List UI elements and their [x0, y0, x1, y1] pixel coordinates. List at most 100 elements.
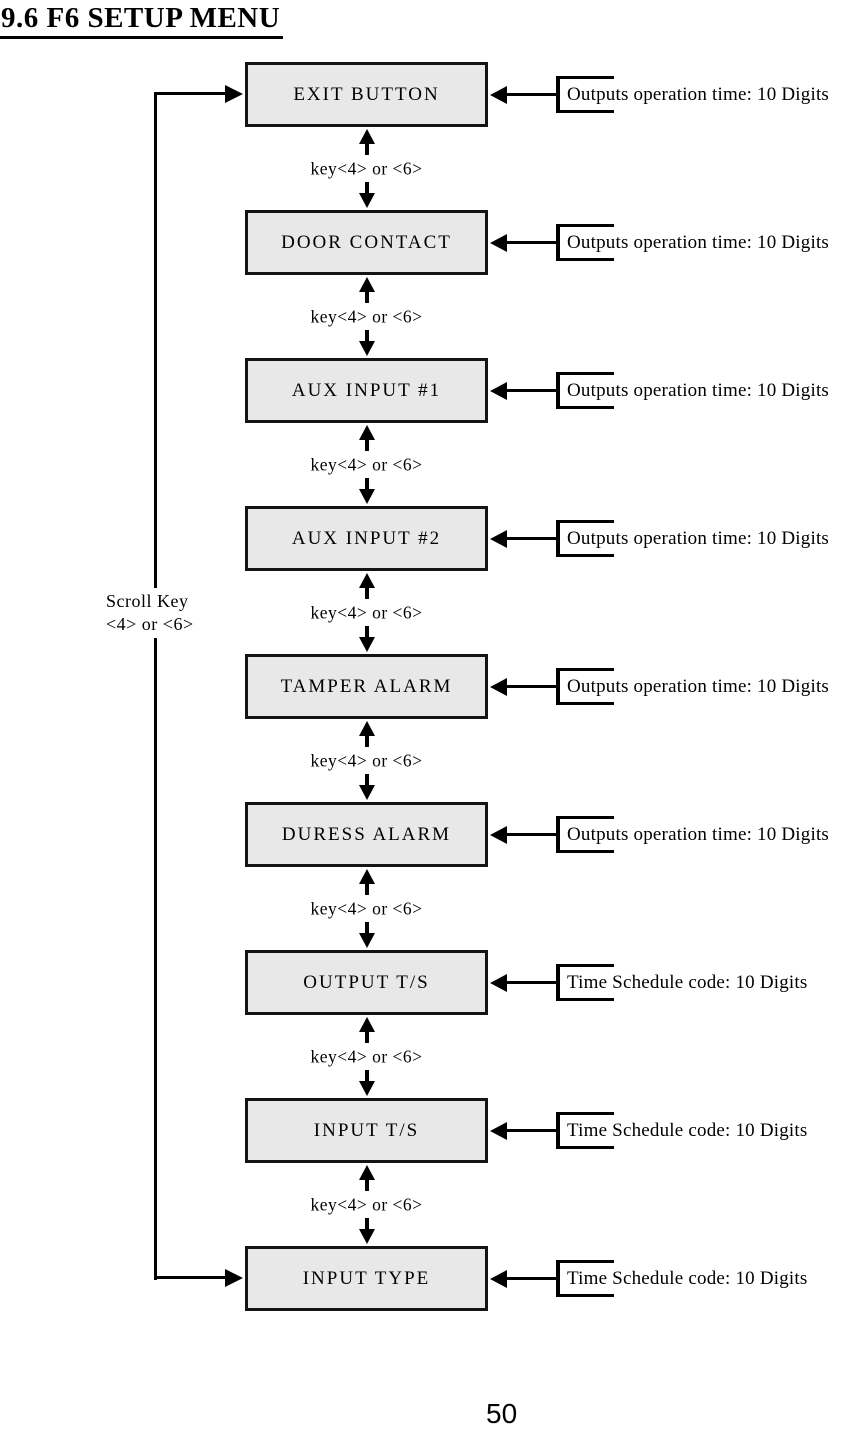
annotation-bracket-left: [556, 816, 560, 853]
up-arrow-stem: [365, 586, 369, 599]
left-arrowhead-icon: [490, 86, 507, 104]
menu-box-door-contact: DOOR CONTACT: [245, 210, 488, 275]
key-label: key<4> or <6>: [310, 158, 423, 178]
annotation-bracket-left: [556, 964, 560, 1001]
key-label: key<4> or <6>: [310, 1046, 423, 1066]
menu-row: DURESS ALARM Outputs operation time: 10 …: [0, 802, 846, 867]
up-arrowhead-icon: [359, 129, 375, 144]
up-arrow-stem: [365, 734, 369, 747]
menu-row: INPUT T/S Time Schedule code: 10 Digits: [0, 1098, 846, 1163]
down-arrowhead-icon: [359, 933, 375, 948]
down-arrowhead-icon: [359, 341, 375, 356]
up-arrow-stem: [365, 290, 369, 303]
scroll-key-label: Scroll Key <4> or <6>: [103, 588, 199, 638]
annotation-bracket-top: [556, 520, 614, 523]
menu-box-label: OUTPUT T/S: [303, 971, 430, 993]
left-arrowhead-icon: [490, 678, 507, 696]
annotation-bracket-left: [556, 372, 560, 409]
menu-box-output-t-s: OUTPUT T/S: [245, 950, 488, 1015]
key-label: key<4> or <6>: [310, 602, 423, 622]
up-arrowhead-icon: [359, 573, 375, 588]
annotation-bracket-bottom: [556, 258, 614, 261]
menu-box-label: INPUT TYPE: [302, 1267, 431, 1289]
down-arrow-stem: [365, 330, 369, 343]
down-arrow-stem: [365, 922, 369, 935]
down-arrow-stem: [365, 626, 369, 639]
menu-box-aux-input-1: AUX INPUT #1: [245, 358, 488, 423]
annotation-arrow-line: [504, 241, 557, 244]
menu-row: DOOR CONTACT Outputs operation time: 10 …: [0, 210, 846, 275]
key-label: key<4> or <6>: [310, 750, 423, 770]
down-arrow-stem: [365, 1218, 369, 1231]
annotation-bracket-top: [556, 372, 614, 375]
down-arrowhead-icon: [359, 1229, 375, 1244]
page-title: 9.6 F6 SETUP MENU: [0, 2, 284, 39]
menu-row: AUX INPUT #2 Outputs operation time: 10 …: [0, 506, 846, 571]
annotation-bracket-top: [556, 224, 614, 227]
up-arrow-stem: [365, 1178, 369, 1191]
annotation-text: Time Schedule code: 10 Digits: [567, 1119, 808, 1141]
key-connector: key<4> or <6>: [0, 127, 846, 210]
left-arrowhead-icon: [490, 1270, 507, 1288]
annotation-text: Outputs operation time: 10 Digits: [567, 823, 830, 845]
up-arrowhead-icon: [359, 869, 375, 884]
up-arrowhead-icon: [359, 1165, 375, 1180]
annotation-text: Outputs operation time: 10 Digits: [567, 231, 830, 253]
down-arrow-stem: [365, 182, 369, 195]
annotation-bracket-top: [556, 816, 614, 819]
key-label: key<4> or <6>: [310, 454, 423, 474]
key-connector: key<4> or <6>: [0, 571, 846, 654]
down-arrow-stem: [365, 1070, 369, 1083]
annotation-bracket-left: [556, 1112, 560, 1149]
annotation-bracket-bottom: [556, 850, 614, 853]
key-connector: key<4> or <6>: [0, 867, 846, 950]
menu-box-label: AUX INPUT #2: [291, 527, 442, 549]
annotation-bracket-top: [556, 964, 614, 967]
scroll-loop-top-line: [154, 92, 226, 95]
annotation-text: Time Schedule code: 10 Digits: [567, 971, 808, 993]
key-connector: key<4> or <6>: [0, 1163, 846, 1246]
down-arrowhead-icon: [359, 785, 375, 800]
annotation-bracket-bottom: [556, 406, 614, 409]
annotation-arrow-line: [504, 389, 557, 392]
down-arrow-stem: [365, 774, 369, 787]
key-connector: key<4> or <6>: [0, 275, 846, 358]
annotation-bracket-top: [556, 1112, 614, 1115]
annotation-arrow-line: [504, 981, 557, 984]
annotation-text: Outputs operation time: 10 Digits: [567, 675, 830, 697]
left-arrowhead-icon: [490, 530, 507, 548]
up-arrowhead-icon: [359, 721, 375, 736]
menu-box-aux-input-2: AUX INPUT #2: [245, 506, 488, 571]
key-connector: key<4> or <6>: [0, 719, 846, 802]
annotation-bracket-left: [556, 76, 560, 113]
menu-box-label: EXIT BUTTON: [293, 83, 440, 105]
menu-box-exit-button: EXIT BUTTON: [245, 62, 488, 127]
annotation-text: Outputs operation time: 10 Digits: [567, 379, 830, 401]
left-arrowhead-icon: [490, 1122, 507, 1140]
annotation-arrow-line: [504, 1129, 557, 1132]
annotation-text: Outputs operation time: 10 Digits: [567, 83, 830, 105]
page-number: 50: [486, 1398, 518, 1429]
menu-row: OUTPUT T/S Time Schedule code: 10 Digits: [0, 950, 846, 1015]
annotation-arrow-line: [504, 833, 557, 836]
menu-box-label: AUX INPUT #1: [291, 379, 442, 401]
annotation-text: Time Schedule code: 10 Digits: [567, 1267, 808, 1289]
right-arrowhead-icon: [225, 85, 243, 103]
annotation-bracket-left: [556, 520, 560, 557]
annotation-text: Outputs operation time: 10 Digits: [567, 527, 830, 549]
down-arrowhead-icon: [359, 193, 375, 208]
key-label: key<4> or <6>: [310, 898, 423, 918]
down-arrow-stem: [365, 478, 369, 491]
annotation-bracket-left: [556, 668, 560, 705]
right-arrowhead-icon: [225, 1269, 243, 1287]
annotation-bracket-bottom: [556, 554, 614, 557]
scroll-loop-vertical-line: [154, 93, 157, 1280]
annotation-bracket-top: [556, 1260, 614, 1263]
scroll-key-label-line1: Scroll Key: [106, 591, 189, 611]
annotation-bracket-bottom: [556, 1294, 614, 1297]
annotation-arrow-line: [504, 537, 557, 540]
left-arrowhead-icon: [490, 826, 507, 844]
scroll-key-label-line2: <4> or <6>: [106, 614, 194, 634]
left-arrowhead-icon: [490, 382, 507, 400]
